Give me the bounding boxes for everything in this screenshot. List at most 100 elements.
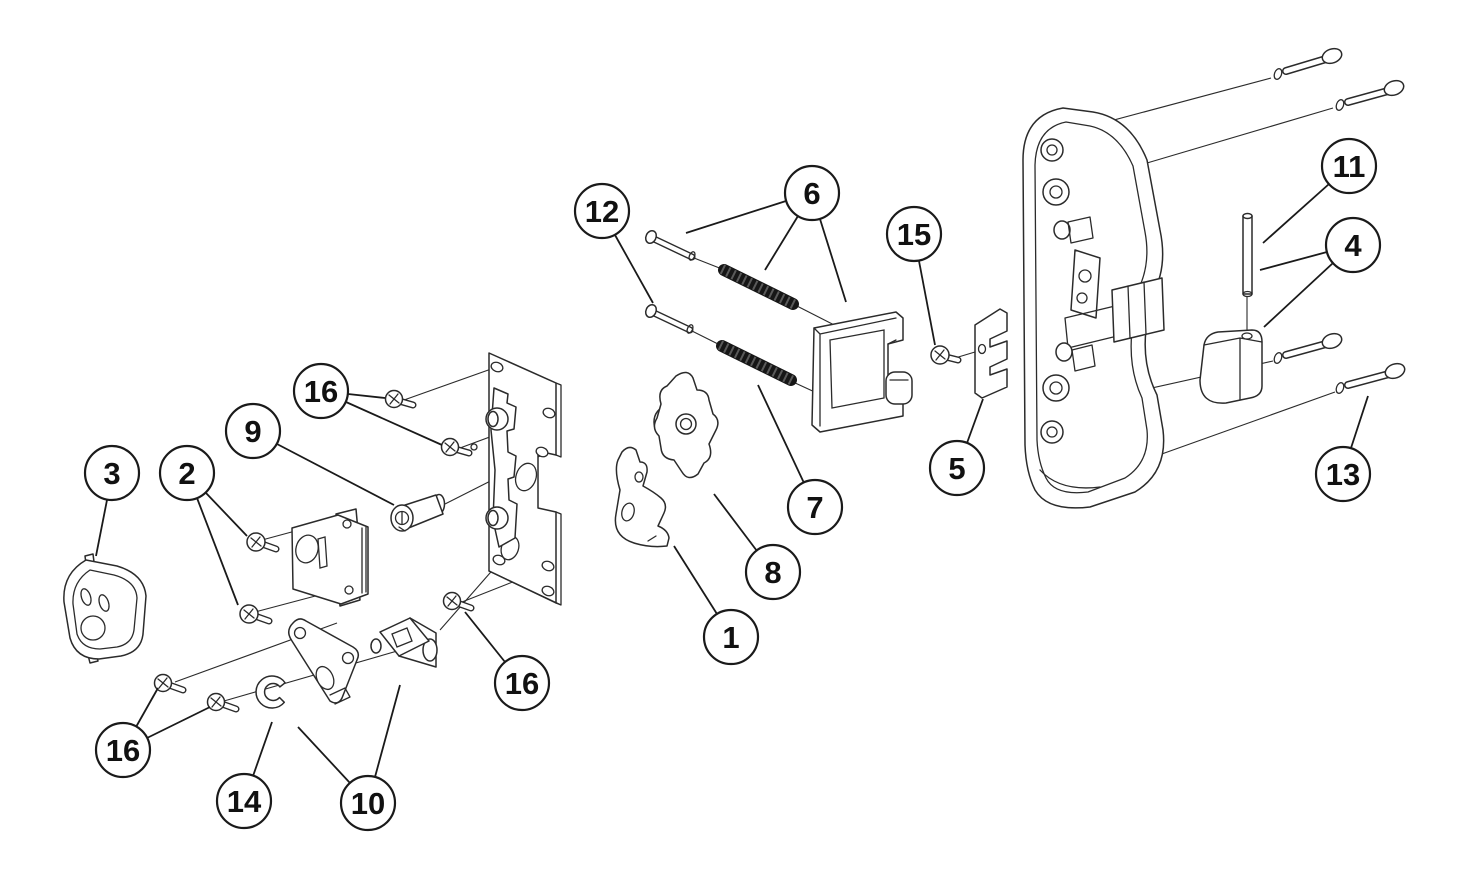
balloon-circle (702, 608, 760, 666)
leader-line (614, 234, 654, 304)
callout-3: 3 (83, 444, 141, 557)
leader-line (1263, 262, 1334, 328)
balloon-circle (1320, 137, 1378, 195)
part-spring-lower (716, 340, 797, 386)
balloon-number: 13 (1326, 457, 1360, 492)
leader-line (135, 687, 159, 728)
callout-8: 8 (713, 493, 802, 601)
balloon-number: 5 (948, 451, 965, 486)
callout-11: 11 (1262, 137, 1378, 244)
callout-16: 16 (464, 611, 551, 712)
callout-balloons: 3 2 9 16 16 16 14 10 187 12 6 15 5 11 4 13 (83, 137, 1382, 832)
callout-14: 14 (215, 721, 273, 830)
balloon-number: 15 (897, 217, 931, 252)
leader-line (1350, 395, 1369, 449)
part-pin-upper (644, 229, 696, 261)
part-cam-knob (653, 371, 719, 479)
part-screw-16e (206, 692, 240, 713)
leader-line (345, 401, 443, 446)
part-housing (1022, 107, 1165, 509)
part-screw-16a (384, 389, 417, 409)
balloon-circle (83, 444, 141, 502)
balloon-circle (1324, 216, 1382, 274)
balloon-circle (292, 362, 350, 420)
callout-13: 13 (1314, 395, 1372, 503)
callout-4: 4 (1259, 216, 1382, 328)
callout-6: 6 (685, 164, 847, 303)
part-pin-lower (644, 303, 694, 334)
callout-2: 2 (158, 444, 248, 606)
balloon-circle (339, 774, 397, 832)
balloon-number: 16 (106, 733, 140, 768)
balloon-number: 3 (103, 456, 120, 491)
balloon-circle (215, 772, 273, 830)
leader-line (374, 684, 401, 778)
part-back-plate (470, 352, 562, 606)
balloon-number: 16 (505, 666, 539, 701)
leader-line (205, 492, 248, 537)
balloon-number: 16 (304, 374, 338, 409)
callout-7: 7 (757, 384, 844, 536)
part-spring-upper (718, 264, 799, 310)
leader-line (819, 218, 847, 303)
part-screw-16c (442, 591, 475, 612)
leader-line (966, 398, 984, 444)
part-e-clip (255, 675, 286, 709)
part-latch-lever (614, 446, 670, 548)
leader-line (252, 721, 273, 777)
part-spring-bracket (811, 311, 913, 433)
balloon-number: 4 (1344, 228, 1362, 263)
part-screw-16b (440, 437, 473, 457)
part-screw-16d (153, 673, 187, 694)
part-machine-screw-13a (1273, 332, 1343, 364)
balloon-number: 8 (764, 555, 781, 590)
callout-16: 16 (94, 687, 211, 779)
part-contact-plate (974, 308, 1008, 399)
leader-line (297, 726, 351, 784)
balloon-number: 6 (803, 176, 820, 211)
part-lock-housing (370, 617, 438, 668)
callout-1: 1 (673, 545, 760, 666)
part-machine-screw-13b (1335, 362, 1406, 394)
callout-9: 9 (224, 402, 395, 506)
balloon-circle (224, 402, 282, 460)
balloon-circle (783, 164, 841, 222)
part-cover-plate (63, 553, 147, 664)
leader-line (95, 499, 108, 557)
callout-16: 16 (292, 362, 443, 446)
callout-12: 12 (573, 182, 654, 304)
part-machine-screw-top-1 (1273, 47, 1343, 80)
balloon-circle (928, 439, 986, 497)
part-mounting-plate (291, 508, 369, 607)
balloon-circle (744, 543, 802, 601)
part-screw-15 (930, 345, 962, 365)
part-pin-11 (1242, 212, 1253, 298)
balloon-circle (885, 205, 943, 263)
leader-line (347, 393, 386, 399)
balloon-circle (158, 444, 216, 502)
balloon-number: 7 (806, 490, 823, 525)
leader-line (196, 497, 239, 606)
leader-line (757, 384, 805, 484)
balloon-circle (493, 654, 551, 712)
balloon-number: 11 (1333, 149, 1366, 184)
balloon-circle (94, 721, 152, 779)
leader-line (713, 493, 758, 552)
part-screw-2a (246, 532, 280, 553)
callout-15: 15 (885, 205, 943, 346)
leader-line (1259, 251, 1328, 271)
balloon-circle (573, 182, 631, 240)
balloon-number: 1 (722, 620, 739, 655)
balloon-number: 12 (585, 194, 619, 229)
balloon-number: 2 (178, 456, 195, 491)
balloon-number: 14 (227, 784, 262, 819)
leader-line (146, 706, 211, 739)
leader-line (1262, 183, 1330, 244)
balloon-circle (1314, 445, 1372, 503)
balloon-number: 9 (244, 414, 261, 449)
balloon-number: 10 (351, 786, 385, 821)
leader-line (673, 545, 718, 615)
part-machine-screw-top-2 (1335, 79, 1405, 111)
